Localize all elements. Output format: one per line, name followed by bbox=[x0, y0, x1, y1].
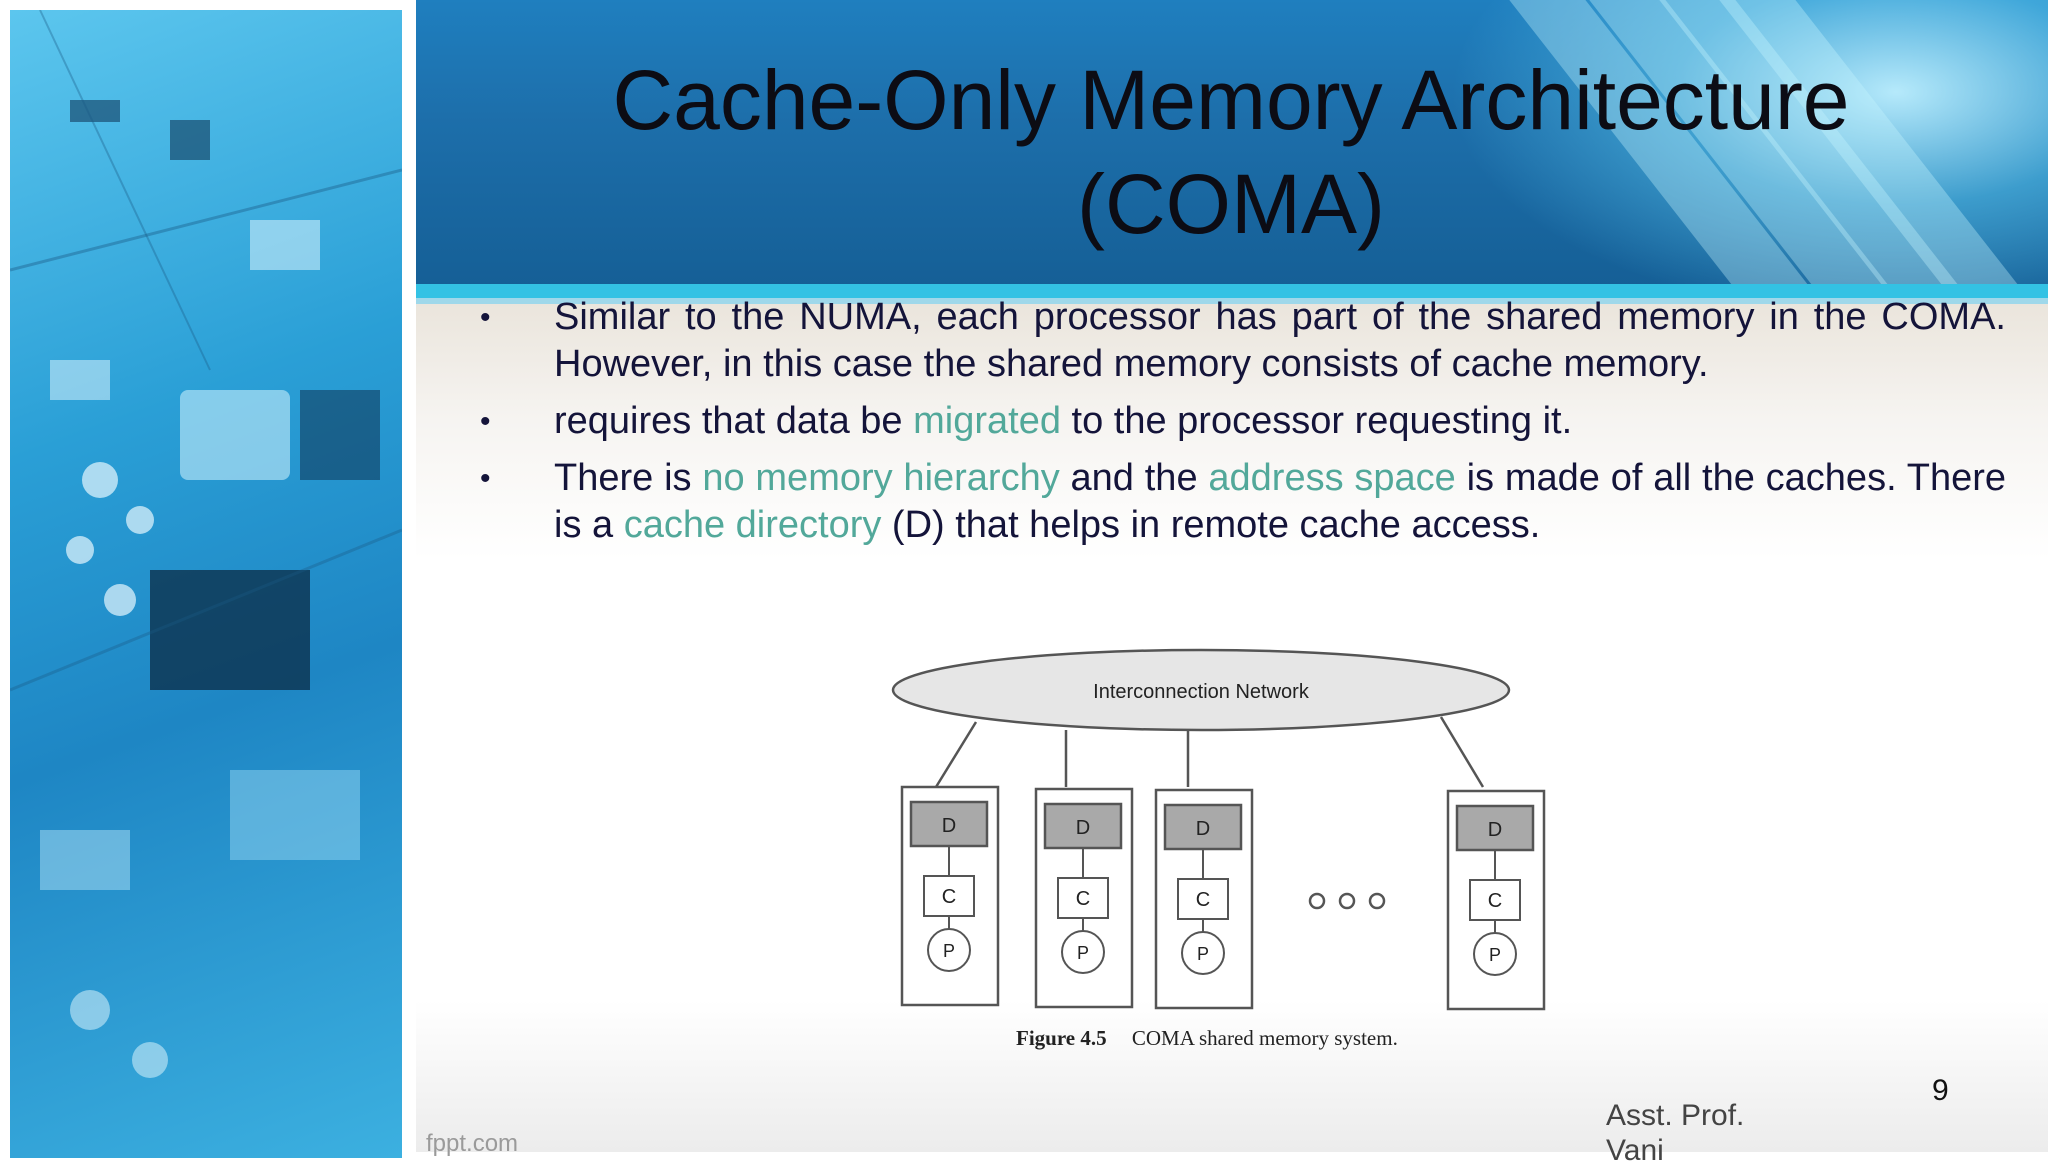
connector-line bbox=[934, 721, 978, 788]
processor-circle bbox=[1473, 932, 1517, 976]
cache-box bbox=[1177, 878, 1229, 920]
figure-caption-text: COMA shared memory system. bbox=[1131, 1026, 1398, 1050]
watermark: fppt.com bbox=[426, 1130, 519, 1157]
processor-label: P bbox=[1197, 944, 1209, 964]
bullet-text: Similar to the NUMA, each processor has … bbox=[554, 296, 2006, 385]
processor-label: P bbox=[1077, 943, 1089, 963]
ellipsis-dot bbox=[1308, 892, 1326, 910]
directory-label: D bbox=[1196, 818, 1210, 840]
bullet-item: • requires that data be migrated to the … bbox=[476, 398, 2006, 445]
directory-box bbox=[1455, 804, 1535, 852]
page-number: 9 bbox=[1932, 1074, 1949, 1107]
cache-box bbox=[1057, 877, 1109, 919]
cache-label: C bbox=[1076, 888, 1090, 910]
node: D C P bbox=[1446, 789, 1546, 1011]
banner-accent-line bbox=[416, 284, 2048, 298]
processor-circle bbox=[1061, 930, 1105, 974]
author-line-1: Asst. Prof. bbox=[1606, 1099, 1745, 1132]
highlight-term: migrated bbox=[913, 400, 1061, 442]
author-line-2: Vani bbox=[1606, 1134, 1664, 1167]
bullet-item: • There is no memory hierarchy and the a… bbox=[476, 455, 2006, 549]
directory-box bbox=[909, 800, 989, 848]
processor-label: P bbox=[943, 941, 955, 961]
ellipsis-dot bbox=[1368, 892, 1386, 910]
directory-label: D bbox=[942, 815, 956, 837]
highlight-term: no memory hierarchy bbox=[702, 457, 1060, 499]
processor-label: P bbox=[1489, 945, 1501, 965]
processor-circle bbox=[927, 928, 971, 972]
banner-accent-line-secondary bbox=[416, 298, 2048, 304]
node: D C P bbox=[1154, 788, 1254, 1010]
bullet-text: is made of all the caches. There is a bbox=[554, 457, 2007, 546]
node: D C P bbox=[1034, 787, 1134, 1009]
highlight-term: cache directory bbox=[623, 504, 882, 546]
cache-label: C bbox=[942, 886, 956, 908]
bullet-marker: • bbox=[480, 462, 491, 495]
cache-label: C bbox=[1196, 889, 1210, 911]
coma-diagram: Interconnection Network D C P D C bbox=[891, 648, 1546, 1011]
slide-title: Cache-Only Memory Architecture (COMA) bbox=[496, 48, 1966, 256]
processor-circle bbox=[1181, 931, 1225, 975]
author: Asst. Prof. Vani bbox=[1606, 1098, 1826, 1168]
directory-label: D bbox=[1488, 819, 1502, 841]
figure-caption: Figure 4.5 COMA shared memory system. bbox=[1016, 1026, 1398, 1051]
bullet-marker: • bbox=[480, 405, 491, 438]
directory-label: D bbox=[1076, 817, 1090, 839]
ellipsis-dot bbox=[1338, 892, 1356, 910]
circuit-board-image bbox=[10, 10, 402, 1158]
cache-label: C bbox=[1488, 890, 1502, 912]
network-label: Interconnection Network bbox=[1093, 681, 1310, 703]
node: D C P bbox=[900, 785, 1000, 1007]
directory-box bbox=[1163, 803, 1243, 851]
circuit-board-graphic bbox=[10, 10, 402, 1078]
bullet-list: • Similar to the NUMA, each processor ha… bbox=[476, 294, 2006, 559]
cache-box bbox=[923, 875, 975, 917]
highlight-term: address space bbox=[1208, 457, 1456, 499]
bullet-marker: • bbox=[480, 301, 491, 334]
connector-line bbox=[1439, 716, 1485, 788]
title-banner bbox=[416, 0, 2048, 288]
bullet-text: (D) that helps in remote cache access. bbox=[881, 504, 1541, 546]
bullet-text: and the bbox=[1059, 457, 1209, 499]
slide-title-line-2: (COMA) bbox=[1077, 157, 1385, 251]
bullet-text: requires that data be bbox=[554, 400, 914, 442]
interconnection-network bbox=[891, 648, 1511, 732]
figure-number: Figure 4.5 bbox=[1016, 1026, 1107, 1050]
cache-box bbox=[1469, 879, 1521, 921]
bullet-text: to the processor requesting it. bbox=[1060, 400, 1573, 442]
slide-title-line-1: Cache-Only Memory Architecture bbox=[612, 53, 1850, 147]
bullet-text: There is bbox=[554, 457, 703, 499]
bullet-item: • Similar to the NUMA, each processor ha… bbox=[476, 294, 2006, 388]
slide: Cache-Only Memory Architecture (COMA) • … bbox=[416, 0, 2048, 1167]
